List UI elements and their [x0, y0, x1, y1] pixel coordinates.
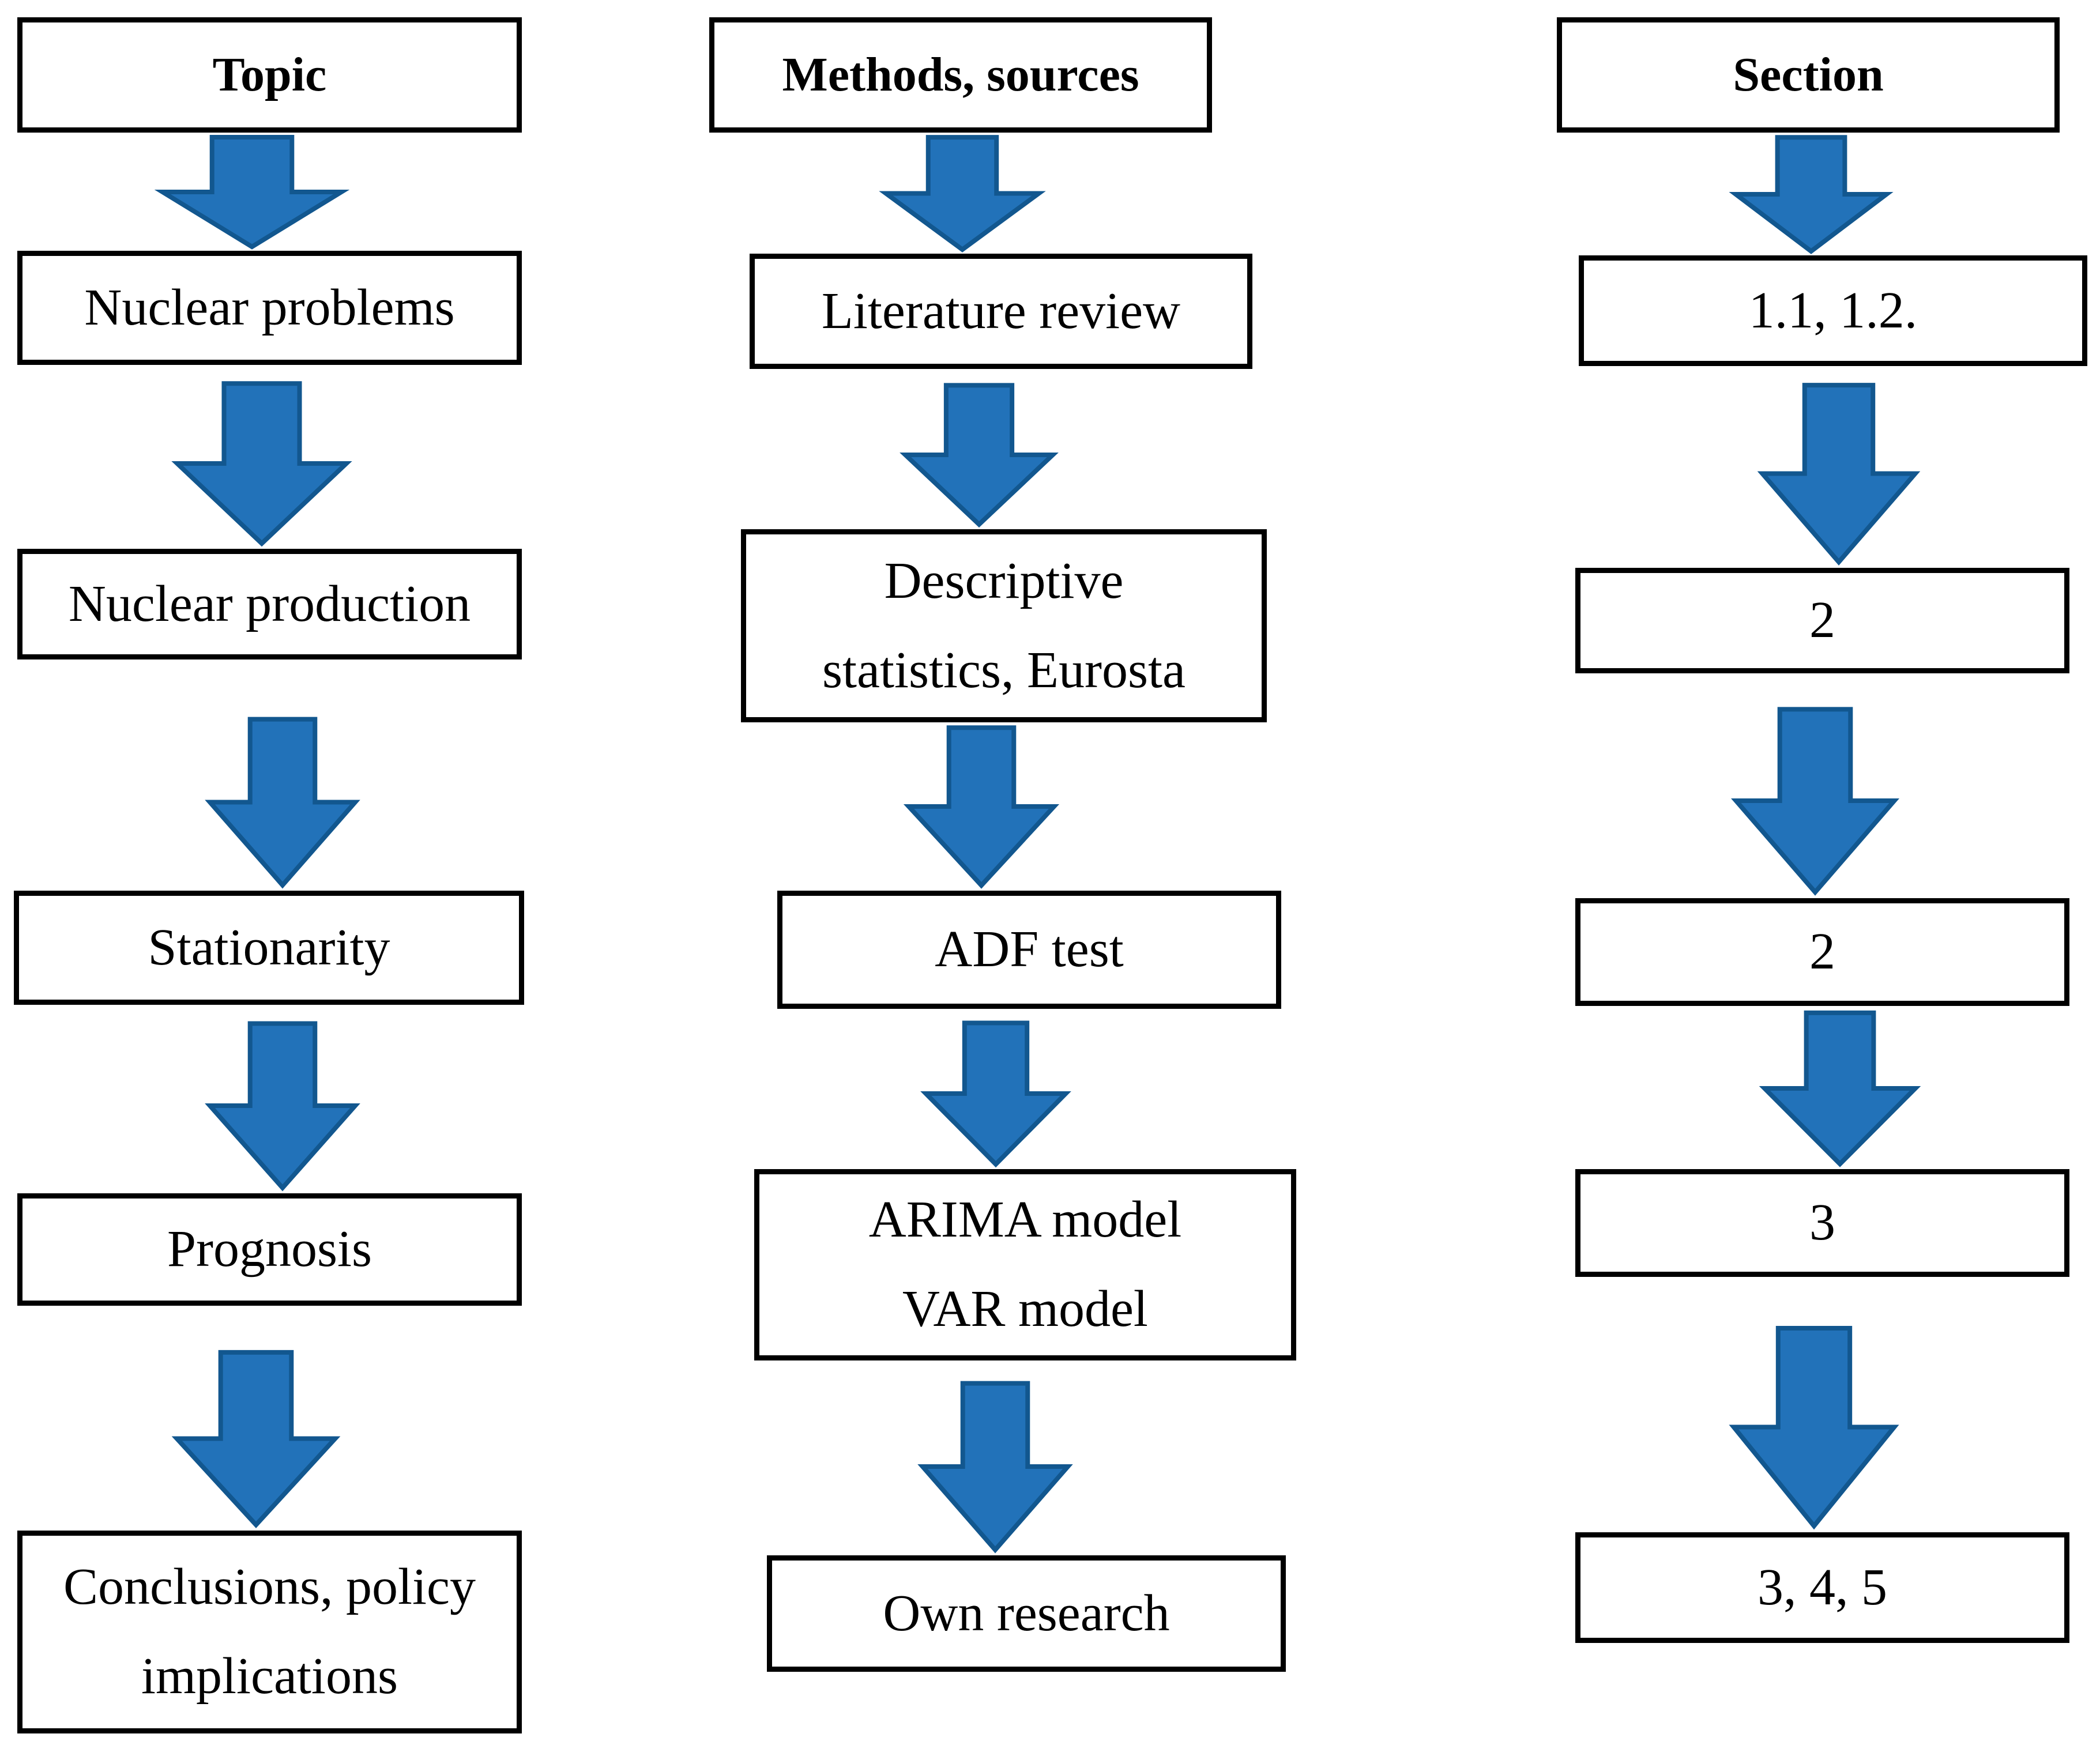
- box-conclusions-policy-implications: Conclusions, policy implications: [17, 1531, 522, 1733]
- box-label: Nuclear problems: [84, 278, 455, 336]
- down-arrow: [205, 715, 360, 890]
- down-arrow: [157, 134, 347, 250]
- box-label: 3, 4, 5: [1757, 1558, 1887, 1616]
- box-label: 1.1, 1.2.: [1748, 281, 1918, 339]
- box-prognosis: Prognosis: [17, 1193, 522, 1306]
- section-header-box: Section: [1557, 17, 2060, 133]
- down-arrow: [1731, 134, 1891, 254]
- box-label: ARIMA model VAR model: [868, 1191, 1182, 1337]
- down-arrow: [1757, 380, 1920, 567]
- box-label: Prognosis: [167, 1220, 372, 1278]
- box-label: ADF test: [935, 921, 1124, 978]
- box-section-2b: 2: [1575, 898, 2069, 1006]
- box-descriptive-statistics-eurosta: Descriptive statistics, Eurosta: [741, 529, 1267, 722]
- box-label: Stationarity: [148, 918, 390, 976]
- box-section-3: 3: [1575, 1169, 2069, 1277]
- down-arrow: [918, 1379, 1072, 1554]
- box-own-research: Own research: [767, 1555, 1286, 1672]
- box-section-2a: 2: [1575, 568, 2069, 673]
- box-label: Nuclear production: [68, 575, 471, 632]
- down-arrow: [901, 382, 1057, 528]
- box-section-3-4-5: 3, 4, 5: [1575, 1532, 2069, 1643]
- box-label: Descriptive statistics, Eurosta: [822, 552, 1186, 699]
- down-arrow: [1731, 704, 1899, 897]
- down-arrow: [881, 134, 1044, 252]
- box-nuclear-production: Nuclear production: [17, 549, 522, 659]
- down-arrow: [172, 379, 352, 548]
- topic-header-label: Topic: [212, 47, 327, 101]
- box-label: 2: [1809, 923, 1835, 981]
- down-arrow: [1729, 1323, 1899, 1531]
- box-label: 3: [1809, 1194, 1835, 1252]
- down-arrow: [172, 1348, 340, 1529]
- down-arrow: [205, 1019, 360, 1192]
- box-stationarity: Stationarity: [14, 891, 524, 1005]
- methods-sources-header-label: Methods, sources: [782, 47, 1139, 101]
- down-arrow: [1760, 1009, 1920, 1168]
- box-label: 2: [1809, 591, 1835, 649]
- methods-sources-header-box: Methods, sources: [709, 17, 1212, 133]
- topic-header-box: Topic: [17, 17, 522, 133]
- down-arrow: [921, 1019, 1070, 1168]
- box-label: Conclusions, policy implications: [63, 1558, 476, 1705]
- box-section-1-1-1-2: 1.1, 1.2.: [1579, 255, 2087, 366]
- box-nuclear-problems: Nuclear problems: [17, 251, 522, 365]
- box-arima-var-model: ARIMA model VAR model: [754, 1169, 1296, 1360]
- box-label: Literature review: [821, 282, 1181, 340]
- box-adf-test: ADF test: [777, 891, 1281, 1009]
- section-header-label: Section: [1733, 47, 1884, 101]
- box-label: Own research: [883, 1584, 1170, 1642]
- box-literature-review: Literature review: [750, 254, 1252, 369]
- down-arrow: [904, 723, 1059, 890]
